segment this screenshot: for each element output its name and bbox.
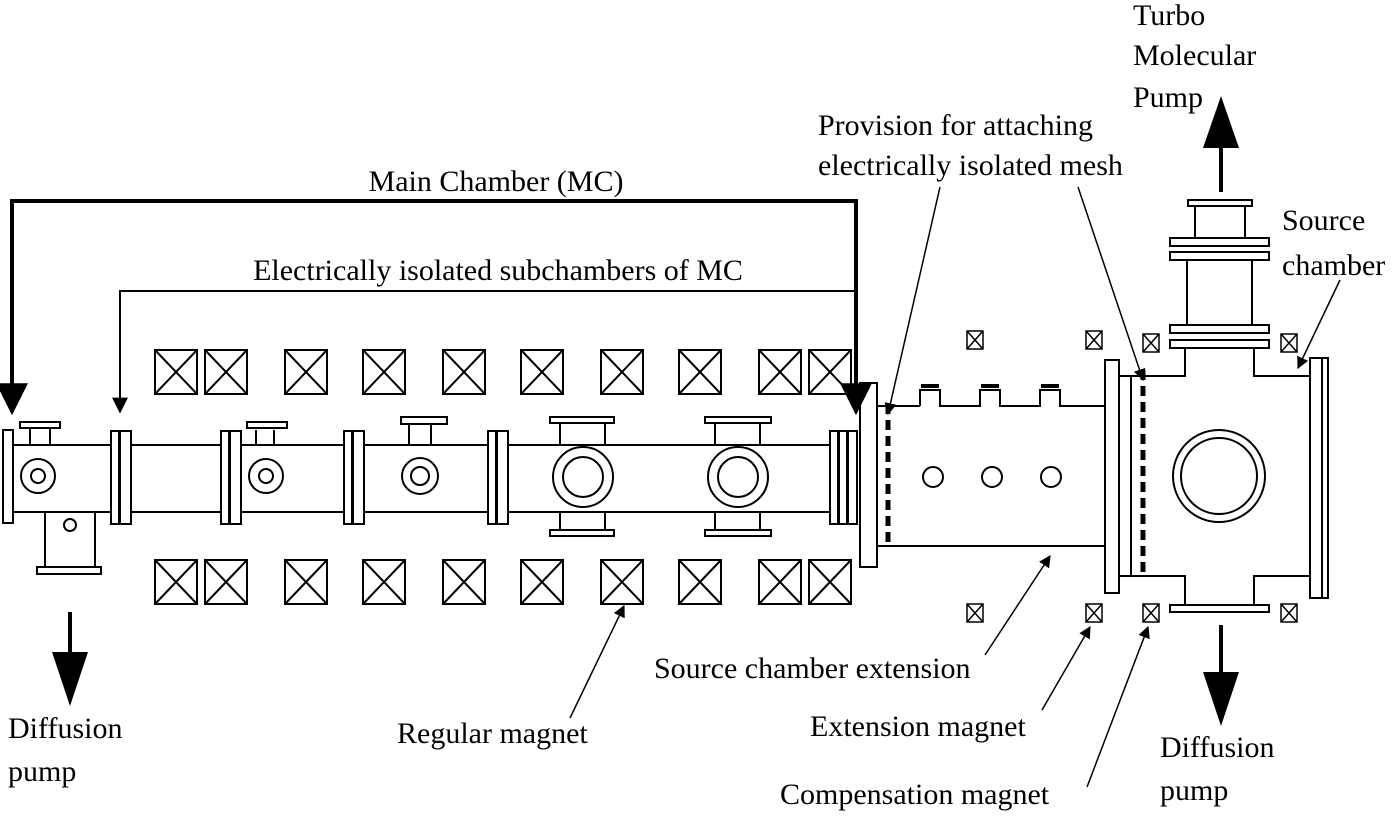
source-chamber [1131, 199, 1329, 613]
regular-magnet-bottom [808, 559, 852, 605]
label-turbo-line3: Pump [1133, 81, 1203, 114]
label-main-chamber: Main Chamber (MC) [369, 165, 624, 198]
regular-magnet-bottom [678, 559, 722, 605]
label-diffusion-right-line1: Diffusion [1160, 731, 1274, 764]
label-diffusion-right-line2: pump [1160, 774, 1228, 807]
label-subchambers: Electrically isolated subchambers of MC [253, 254, 743, 287]
label-source-extension: Source chamber extension [654, 652, 971, 685]
regular-magnet-bottom [442, 559, 486, 605]
regular-magnet-bottom [600, 559, 644, 605]
diagram-labels: Main Chamber (MC) Electrically isolated … [8, 0, 1385, 811]
small-magnet-top [1085, 330, 1103, 350]
regular-magnet-bottom [758, 559, 802, 605]
regular-magnet-bottom [362, 559, 406, 605]
label-provision-line2: electrically isolated mesh [818, 149, 1123, 182]
small-magnet-top [1142, 333, 1160, 353]
small-magnet-bottom [1085, 603, 1103, 623]
regular-magnet-top [284, 349, 328, 395]
label-turbo-line2: Molecular [1133, 39, 1256, 72]
regular-magnet-top [678, 349, 722, 395]
label-source-chamber-line1: Source [1282, 204, 1365, 237]
label-diffusion-left-line1: Diffusion [8, 712, 122, 745]
label-provision-line1: Provision for attaching [818, 109, 1093, 142]
regular-magnet-bottom [520, 559, 564, 605]
label-turbo-line1: Turbo [1133, 0, 1205, 32]
regular-magnet-top [154, 349, 198, 395]
regular-magnet-bottom [154, 559, 198, 605]
small-magnet-top [1280, 333, 1298, 353]
regular-magnet-bottom [284, 559, 328, 605]
main-chamber-tube [2, 382, 878, 575]
label-extension-magnet: Extension magnet [810, 710, 1026, 743]
regular-magnet-top [600, 349, 644, 395]
label-compensation-magnet: Compensation magnet [780, 778, 1050, 811]
small-magnet-bottom [1142, 603, 1160, 623]
small-magnet-top [966, 330, 984, 350]
regular-magnet-top [442, 349, 486, 395]
regular-magnet-top [204, 349, 248, 395]
pump-arrows [52, 96, 1239, 726]
regular-magnet-top [808, 349, 852, 395]
chamber-brackets [0, 199, 872, 416]
regular-magnet-top [758, 349, 802, 395]
regular-magnet-bottom [204, 559, 248, 605]
label-source-chamber-line2: chamber [1282, 249, 1385, 282]
small-magnet-bottom [966, 603, 984, 623]
label-diffusion-left-line2: pump [8, 755, 76, 788]
regular-magnet-top [520, 349, 564, 395]
extension-and-compensation-magnets [966, 330, 1298, 623]
leader-lines [569, 186, 1341, 788]
label-regular-magnet: Regular magnet [397, 717, 588, 750]
source-chamber-extension [877, 359, 1132, 594]
regular-magnet-top [362, 349, 406, 395]
small-magnet-bottom [1280, 603, 1298, 623]
